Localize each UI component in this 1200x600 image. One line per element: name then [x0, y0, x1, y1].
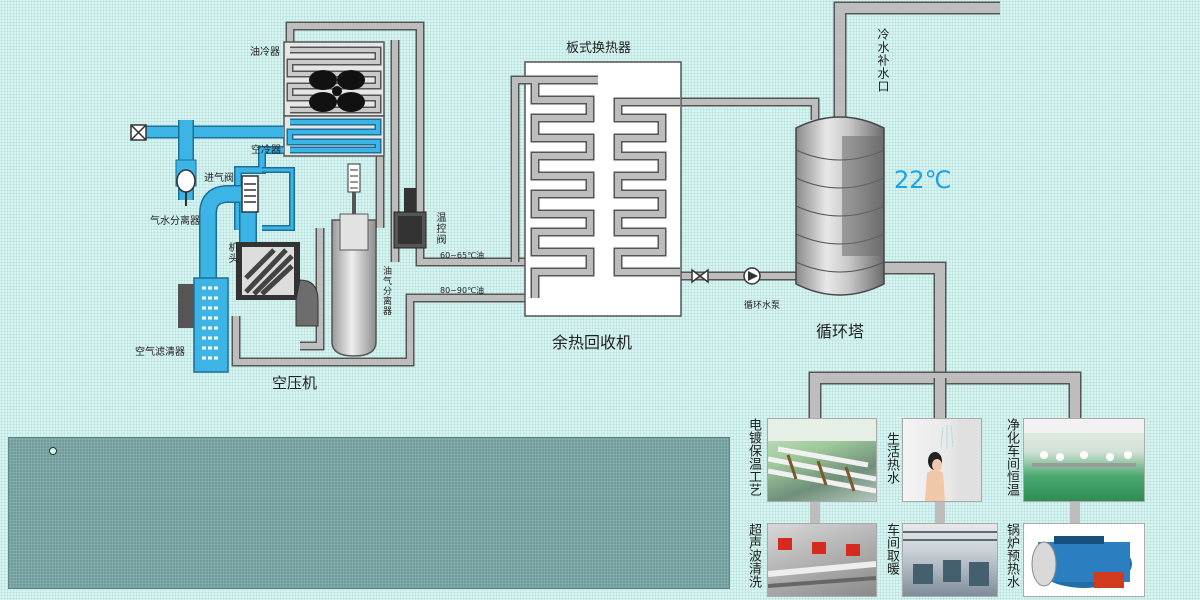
diagram-labels: 油冷器 空冷器 进气阀 气水分离器 空气滤清器 空压机 60~65℃油 80~9… — [135, 41, 864, 392]
label-oil-temp-low: 60~65℃油 — [440, 250, 484, 260]
photo-clean-room — [1023, 418, 1145, 502]
air-cooler — [283, 115, 385, 157]
inlet-valve-icon — [130, 124, 147, 141]
water-separator — [175, 159, 197, 206]
boiler-image — [1031, 536, 1132, 588]
shower-image — [925, 419, 981, 501]
photo-domestic-hot-water — [902, 418, 982, 502]
label-plate-exchanger: 板式换热器 — [566, 41, 631, 56]
label-air-cooler: 空冷器 — [251, 143, 281, 156]
workshop-image — [903, 531, 997, 586]
label-air-filter: 空气滤清器 — [135, 345, 185, 358]
label-compressor: 空压机 — [272, 374, 317, 392]
check-valve-icon — [691, 268, 709, 284]
app-label-ultrasonic-cleaning: 超声波清洗 — [746, 523, 761, 588]
app-label-domestic-hot-water: 生活热水 — [884, 432, 899, 484]
pump-icon — [743, 267, 761, 285]
plate-heat-exchanger — [510, 61, 682, 317]
label-heat-recovery: 余热回收机 — [552, 333, 632, 352]
label-intake-valve: 进气阀 — [204, 171, 234, 184]
label-cold-water-inlet: 冷水补水口 — [876, 28, 890, 93]
app-label-clean-room: 净化车间恒温 — [1004, 418, 1019, 496]
tower-temperature: 22℃ — [894, 166, 952, 194]
photo-ultrasonic-cleaning — [767, 523, 877, 597]
app-label-boiler-preheat: 锅炉预热水 — [1004, 523, 1019, 588]
circulation-tower — [795, 116, 885, 296]
panel-indicator-dot[interactable] — [49, 447, 57, 455]
label-air-head: 机头 — [226, 242, 237, 264]
fan-icon — [309, 70, 365, 112]
label-oil-separator: 油气分离器 — [381, 266, 391, 316]
photo-boiler-preheat — [1023, 523, 1145, 597]
app-label-electroplating: 电镀保温工艺 — [746, 418, 761, 496]
label-temp-valve: 温控阀 — [434, 212, 445, 245]
label-pump: 循环水泵 — [744, 299, 780, 311]
oil-cooler — [283, 41, 385, 117]
gray-pipes — [231, 1, 1082, 525]
temp-control-valve — [393, 188, 427, 249]
clean-room-image — [1024, 419, 1144, 467]
air-filter — [178, 277, 229, 373]
ultrasonic-image — [768, 538, 876, 588]
control-panel — [8, 437, 730, 589]
screw-air-head — [236, 242, 319, 327]
electroplating-image — [768, 419, 876, 494]
label-oil-temp-high: 80~90℃油 — [440, 285, 484, 295]
intake-valve — [241, 175, 259, 213]
label-tower: 循环塔 — [816, 322, 864, 341]
photo-workshop-heating — [902, 523, 998, 597]
app-label-workshop-heating: 车间取暖 — [884, 523, 899, 575]
photo-electroplating — [767, 418, 877, 502]
oil-gas-separator — [331, 163, 377, 357]
label-water-separator: 气水分离器 — [150, 214, 200, 227]
label-oil-cooler: 油冷器 — [250, 45, 280, 58]
